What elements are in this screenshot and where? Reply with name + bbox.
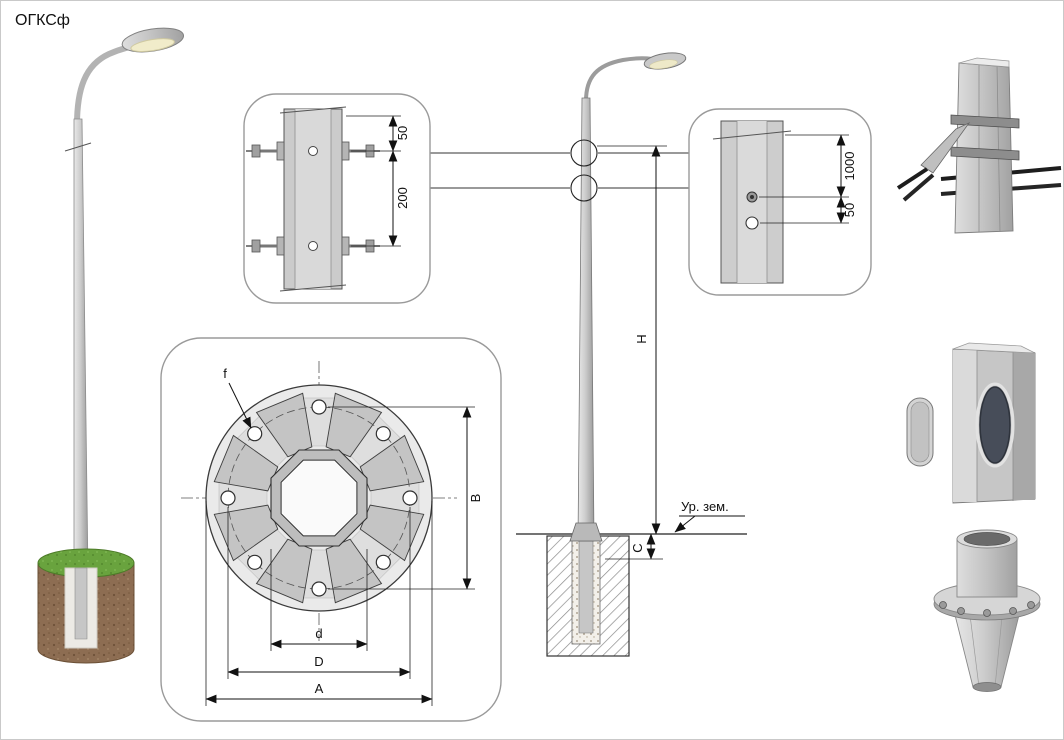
shoe-tube — [956, 538, 1018, 598]
flange-bolt-holes — [220, 399, 418, 597]
flange-bolts — [939, 601, 1035, 617]
pole-3d-render — [37, 27, 185, 664]
facet-dark — [1013, 352, 1035, 500]
flange-plan-view: f B d D A — [160, 337, 502, 722]
break-mark — [712, 130, 792, 140]
handhole-opening — [979, 386, 1011, 464]
facet-edge — [968, 606, 980, 688]
lamp-head — [121, 27, 185, 53]
cable — [896, 167, 929, 190]
flange-gussets — [213, 392, 425, 604]
dim-label-200: 200 — [395, 187, 410, 209]
cable-hole — [745, 216, 759, 230]
pole-top-cap — [958, 57, 1010, 68]
detail-marker-circle — [570, 174, 598, 202]
dim-label-50: 50 — [842, 203, 857, 217]
facet-light — [953, 350, 977, 502]
pole-elevation-view: H C Ур. зем. — [516, 52, 747, 657]
dim-label-D: D — [314, 654, 323, 669]
cable — [902, 173, 935, 202]
pole-top-cap — [952, 342, 1036, 354]
bolt-hole — [308, 146, 318, 156]
dim-label-A: A — [315, 681, 324, 696]
pole-embedded-part — [578, 540, 594, 634]
clamp-detail-view: 50 200 — [243, 93, 431, 304]
tube-opening — [963, 532, 1011, 546]
base-flare — [569, 522, 603, 542]
f-leader — [228, 382, 252, 429]
handhole-rim — [975, 382, 1015, 468]
pole-embedded-part — [74, 567, 88, 640]
facet-edge — [994, 606, 1004, 688]
band-strap — [950, 146, 1020, 161]
lamp-arm — [584, 56, 653, 102]
facet-edge — [996, 63, 1001, 233]
handhole-3d-render — [906, 342, 1036, 504]
cable-suspension-3d-render — [896, 57, 1062, 234]
dim-label-1000: 1000 — [842, 152, 857, 181]
lamp-diffuser — [130, 38, 175, 53]
earthing-bolt-center — [750, 195, 754, 199]
octagonal-tube-section — [270, 449, 368, 547]
break-mark — [64, 142, 92, 152]
detail-leader-lines — [430, 152, 689, 189]
break-mark — [279, 284, 347, 292]
dim-label-C: C — [630, 543, 645, 552]
wedge-clamp — [920, 121, 971, 174]
dim-label-50: 50 — [395, 126, 410, 140]
cable-entry-detail-view: 1000 50 — [688, 108, 872, 296]
pole-facet-strip — [295, 109, 331, 289]
detail-marker-circle — [570, 139, 598, 167]
pole-shaft — [73, 118, 89, 574]
drawing-title: ОГКСф — [15, 12, 70, 29]
bolt-hole — [308, 241, 318, 251]
lamp-head — [643, 52, 687, 70]
cone-bottom — [972, 682, 1002, 692]
ground-leader — [674, 515, 696, 533]
dim-label-H: H — [634, 334, 649, 343]
lamp-arm — [74, 41, 148, 126]
break-mark — [279, 106, 347, 114]
dim-label-f: f — [223, 366, 227, 381]
base-shoe-3d-render — [933, 529, 1041, 692]
dim-label-d: d — [315, 626, 322, 641]
ground-level-label: Ур. зем. — [681, 499, 729, 514]
handhole-cover-inner — [910, 401, 930, 463]
dim-label-B: B — [468, 494, 483, 503]
pole-shaft — [577, 97, 595, 542]
